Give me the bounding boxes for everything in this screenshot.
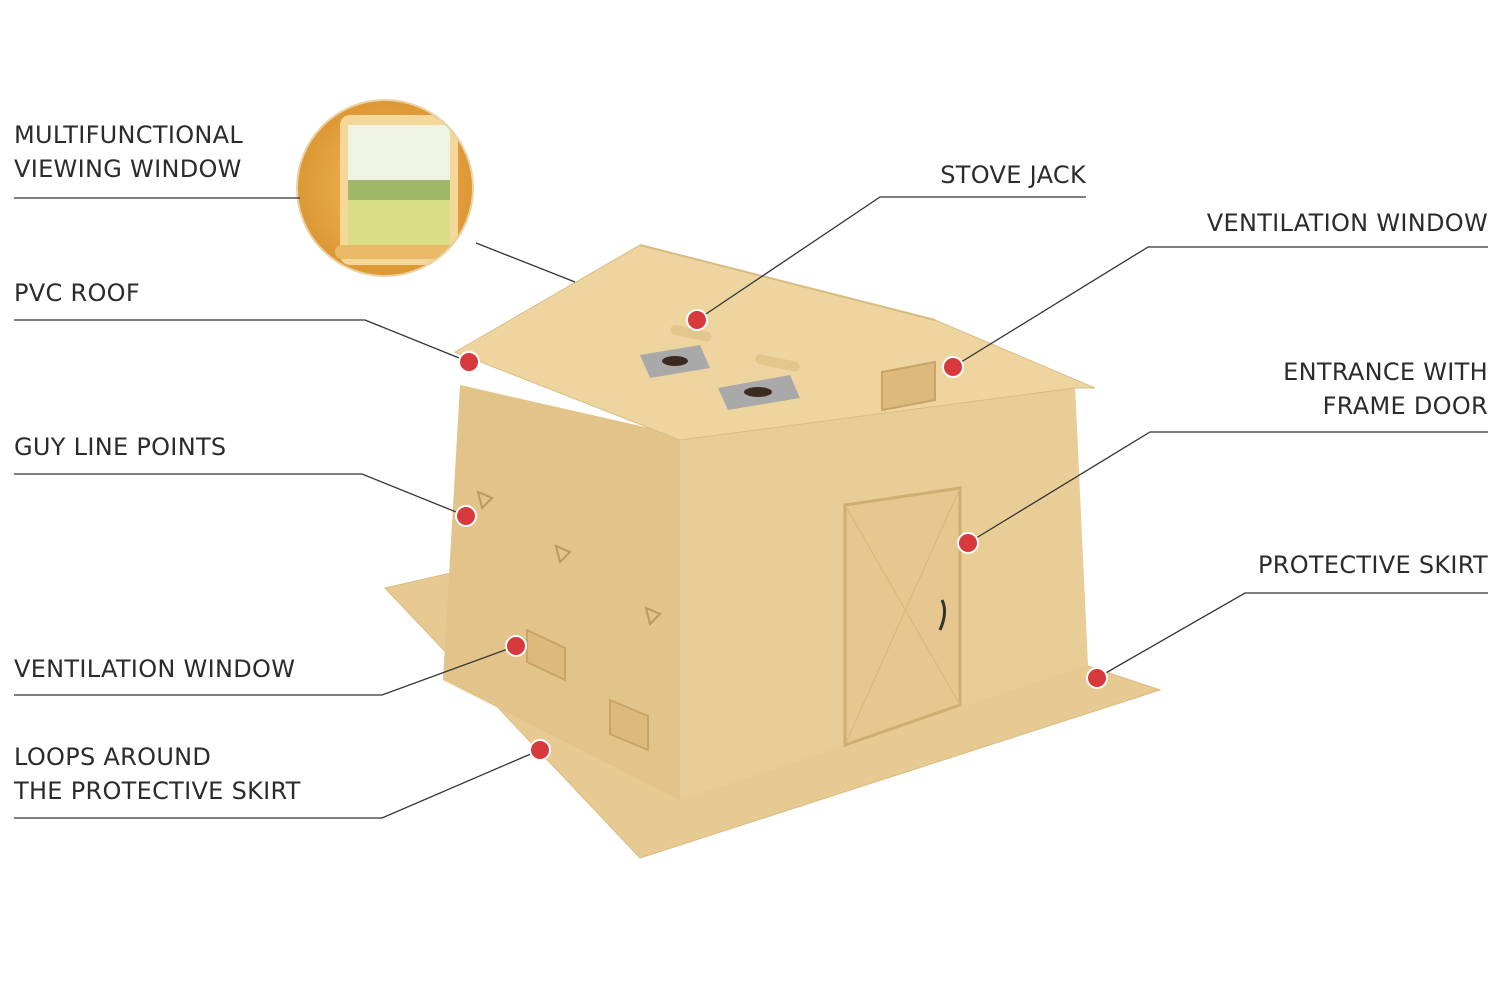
stove-jack-2: [718, 354, 800, 410]
label-entrance-line1: ENTRANCE WITH: [1283, 358, 1488, 386]
marker-loops: [529, 739, 551, 761]
label-loops-line2: THE PROTECTIVE SKIRT: [14, 777, 301, 805]
leader-loops: [14, 749, 541, 819]
label-stove-jack: STOVE JACK: [940, 158, 1086, 192]
leader-viewing-window-to-tent: [475, 242, 576, 283]
marker-vent-right: [942, 356, 964, 378]
marker-guy-line: [455, 505, 477, 527]
leader-vent-left: [14, 645, 517, 696]
label-vent-left: VENTILATION WINDOW: [14, 652, 295, 686]
marker-entrance: [957, 532, 979, 554]
guy-line-point-1: [476, 490, 494, 510]
leader-skirt: [1096, 592, 1488, 679]
marker-vent-left: [505, 635, 527, 657]
leader-entrance: [967, 431, 1488, 544]
gable-vent-window: [881, 360, 936, 412]
frame-door: [843, 486, 962, 748]
label-vent-right: VENTILATION WINDOW: [1207, 206, 1488, 240]
markers: [455, 309, 1108, 761]
label-guy-line: GUY LINE POINTS: [14, 430, 226, 464]
label-pvc-roof-line1: PVC ROOF: [14, 279, 140, 307]
leader-vent-right: [952, 246, 1488, 368]
leader-guy-line: [14, 473, 467, 517]
marker-stove-jack: [686, 309, 708, 331]
label-loops-line1: LOOPS AROUND: [14, 743, 212, 771]
roof-ridge: [639, 244, 936, 321]
label-vent-right-line1: VENTILATION WINDOW: [1206, 209, 1488, 237]
side-vent-window-2: [609, 698, 649, 752]
guy-line-point-3: [644, 606, 662, 626]
leader-lines: [14, 196, 1488, 819]
label-skirt: PROTECTIVE SKIRT: [1258, 548, 1488, 582]
leader-stove-jack: [696, 196, 1086, 321]
label-entrance: ENTRANCE WITH FRAME DOOR: [1283, 355, 1488, 423]
marker-pvc-roof: [458, 351, 480, 373]
tent-left-wall: [443, 385, 680, 800]
label-stove-jack-line1: STOVE JACK: [940, 161, 1086, 189]
viewing-window-inset: [296, 99, 474, 277]
guy-line-point-2: [554, 544, 572, 564]
label-viewing-window-line2: VIEWING WINDOW: [14, 155, 242, 183]
stove-jack-1: [640, 324, 712, 378]
leader-pvc-roof: [14, 319, 470, 363]
label-vent-left-line1: VENTILATION WINDOW: [14, 655, 296, 683]
label-guy-line-line1: GUY LINE POINTS: [14, 433, 227, 461]
label-pvc-roof: PVC ROOF: [14, 276, 140, 310]
label-loops: LOOPS AROUND THE PROTECTIVE SKIRT: [14, 740, 301, 808]
label-skirt-line1: PROTECTIVE SKIRT: [1257, 551, 1488, 579]
label-viewing-window-line1: MULTIFUNCTIONAL: [14, 121, 244, 149]
label-viewing-window: MULTIFUNCTIONAL VIEWING WINDOW: [14, 118, 243, 186]
label-entrance-line2: FRAME DOOR: [1322, 392, 1488, 420]
marker-skirt: [1086, 667, 1108, 689]
side-vent-window-1: [526, 628, 566, 682]
